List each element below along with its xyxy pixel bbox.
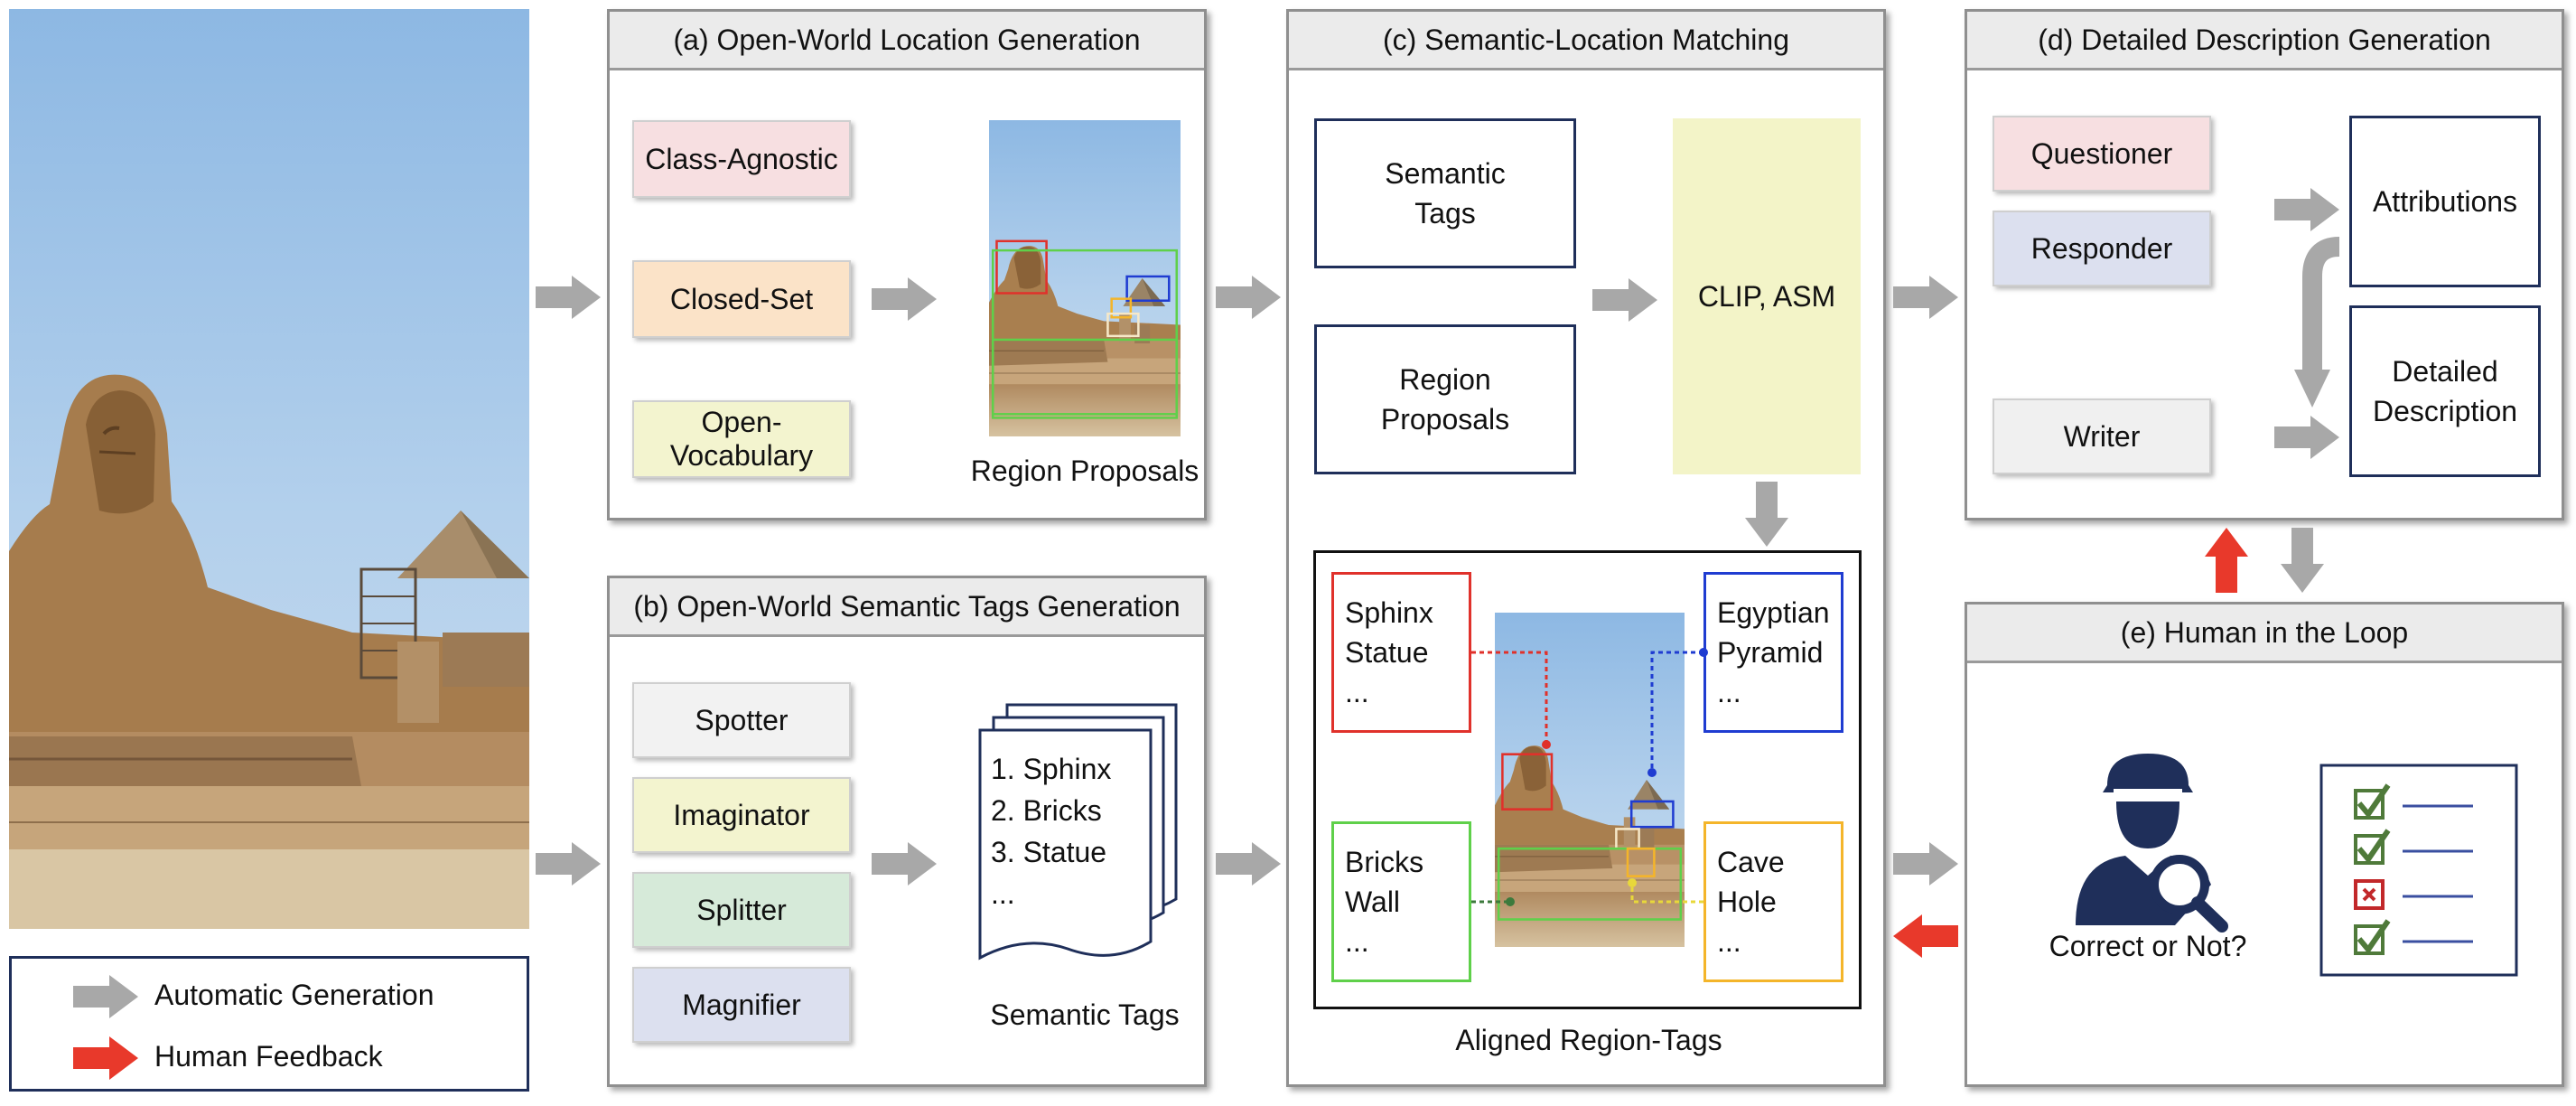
tag-pyramid-line-3: ... xyxy=(1717,676,1741,708)
panel-c: (c) Semantic-Location Matching Semantic … xyxy=(1286,9,1886,1087)
arrow-c-to-e xyxy=(1893,842,1958,886)
tag-box-cave: Cave Hole ... xyxy=(1703,821,1843,982)
attributions-box: Attributions xyxy=(2349,116,2541,287)
tag-sphinx-line-1: Sphinx xyxy=(1345,596,1433,629)
arrow-matcher-down xyxy=(1745,482,1788,547)
arrow-d-to-e xyxy=(2281,528,2324,593)
inspector-person-icon xyxy=(2076,754,2228,933)
legend-red-arrow-icon xyxy=(73,1036,138,1080)
magnifier-box: Magnifier xyxy=(632,967,851,1043)
splitter-box: Splitter xyxy=(632,872,851,948)
semantic-tags-list: 1. Sphinx 2. Bricks 3. Statue ... xyxy=(991,748,1153,914)
imaginator-box: Imaginator xyxy=(632,777,851,853)
semantic-tags-caption: Semantic Tags xyxy=(990,998,1180,1031)
panel-d: (d) Detailed Description Generation Ques… xyxy=(1965,9,2564,520)
tag-box-pyramid: Egyptian Pyramid ... xyxy=(1703,572,1843,733)
sphinx-photo xyxy=(9,9,529,930)
region-proposals-image xyxy=(989,120,1181,436)
region-proposals-caption: Region Proposals xyxy=(970,455,1199,487)
tag-cave-line-3: ... xyxy=(1717,925,1741,958)
closed-set-box: Closed-Set xyxy=(632,260,851,338)
clip-asm-box: CLIP, ASM xyxy=(1673,118,1861,474)
tag-bricks-line-2: Wall xyxy=(1345,886,1401,918)
arrow-b-internal xyxy=(872,842,937,886)
tag-box-bricks: Bricks Wall ... xyxy=(1331,821,1471,982)
legend-auto-label: Automatic Generation xyxy=(154,979,434,1011)
responder-box: Responder xyxy=(1993,211,2211,286)
arrow-to-description xyxy=(2274,416,2339,459)
legend: Automatic Generation Human Feedback xyxy=(9,956,529,1092)
arrow-a-to-c xyxy=(1216,276,1281,319)
tag-line-1: 1. Sphinx xyxy=(991,753,1112,785)
cross-item-3 xyxy=(2354,879,2473,910)
tag-cave-line-2: Hole xyxy=(1717,886,1777,918)
detailed-description-box: Detailed Description xyxy=(2349,305,2541,477)
tag-line-4: ... xyxy=(991,877,1015,910)
panel-e-title: (e) Human in the Loop xyxy=(1967,605,2562,663)
legend-human-label: Human Feedback xyxy=(154,1040,383,1073)
tag-box-sphinx: Sphinx Statue ... xyxy=(1331,572,1471,733)
tag-line-2: 2. Bricks xyxy=(991,794,1102,827)
check-item-1 xyxy=(2354,783,2473,820)
aligned-region-tags-caption: Aligned Region-Tags xyxy=(1455,1024,1722,1056)
panel-e: (e) Human in the Loop Correct or Not? xyxy=(1965,602,2564,1087)
arrow-photo-to-a xyxy=(536,276,601,319)
aligned-image xyxy=(1495,613,1685,947)
panel-a-title: (a) Open-World Location Generation xyxy=(610,12,1204,70)
checklist-icon xyxy=(2319,764,2518,977)
tag-cave-line-1: Cave xyxy=(1717,846,1785,878)
panel-b: (b) Open-World Semantic Tags Generation … xyxy=(607,576,1207,1087)
check-item-2 xyxy=(2354,829,2473,865)
class-agnostic-box: Class-Agnostic xyxy=(632,120,851,198)
correct-or-not-caption: Correct or Not? xyxy=(2049,930,2247,962)
tag-line-3: 3. Statue xyxy=(991,836,1107,868)
panel-b-title: (b) Open-World Semantic Tags Generation xyxy=(610,578,1204,637)
legend-gray-arrow-icon xyxy=(73,975,138,1018)
check-item-4 xyxy=(2354,919,2473,955)
questioner-box: Questioner xyxy=(1993,116,2211,192)
tag-bricks-line-3: ... xyxy=(1345,925,1369,958)
aligned-region-tags-frame: Sphinx Statue ... Egyptian Pyramid ... B… xyxy=(1313,550,1862,1009)
tag-sphinx-line-2: Statue xyxy=(1345,636,1429,669)
arrow-e-to-d-feedback xyxy=(2205,528,2248,593)
arrow-to-attributions xyxy=(2274,188,2339,231)
region-proposals-box: Region Proposals xyxy=(1314,324,1576,474)
panel-d-title: (d) Detailed Description Generation xyxy=(1967,12,2562,70)
tag-bricks-line-1: Bricks xyxy=(1345,846,1424,878)
connector-lines xyxy=(1471,648,1708,906)
tag-pyramid-line-2: Pyramid xyxy=(1717,636,1824,669)
curved-arrow-icon xyxy=(2294,237,2340,408)
tag-sphinx-line-3: ... xyxy=(1345,676,1369,708)
panel-c-title: (c) Semantic-Location Matching xyxy=(1289,12,1883,70)
arrow-e-to-c-feedback xyxy=(1893,914,1958,958)
arrow-c-to-d xyxy=(1893,276,1958,319)
document-stack-icon xyxy=(978,703,1178,961)
writer-box: Writer xyxy=(1993,398,2211,474)
arrow-c-to-matcher xyxy=(1592,278,1657,322)
arrow-photo-to-b xyxy=(536,842,601,886)
semantic-tags-box: Semantic Tags xyxy=(1314,118,1576,268)
open-vocabulary-box: Open-Vocabulary xyxy=(632,400,851,478)
tag-pyramid-line-1: Egyptian xyxy=(1717,596,1830,629)
spotter-box: Spotter xyxy=(632,682,851,758)
panel-a: (a) Open-World Location Generation Class… xyxy=(607,9,1207,520)
arrow-a-internal xyxy=(872,277,937,321)
arrow-b-to-c xyxy=(1216,842,1281,886)
